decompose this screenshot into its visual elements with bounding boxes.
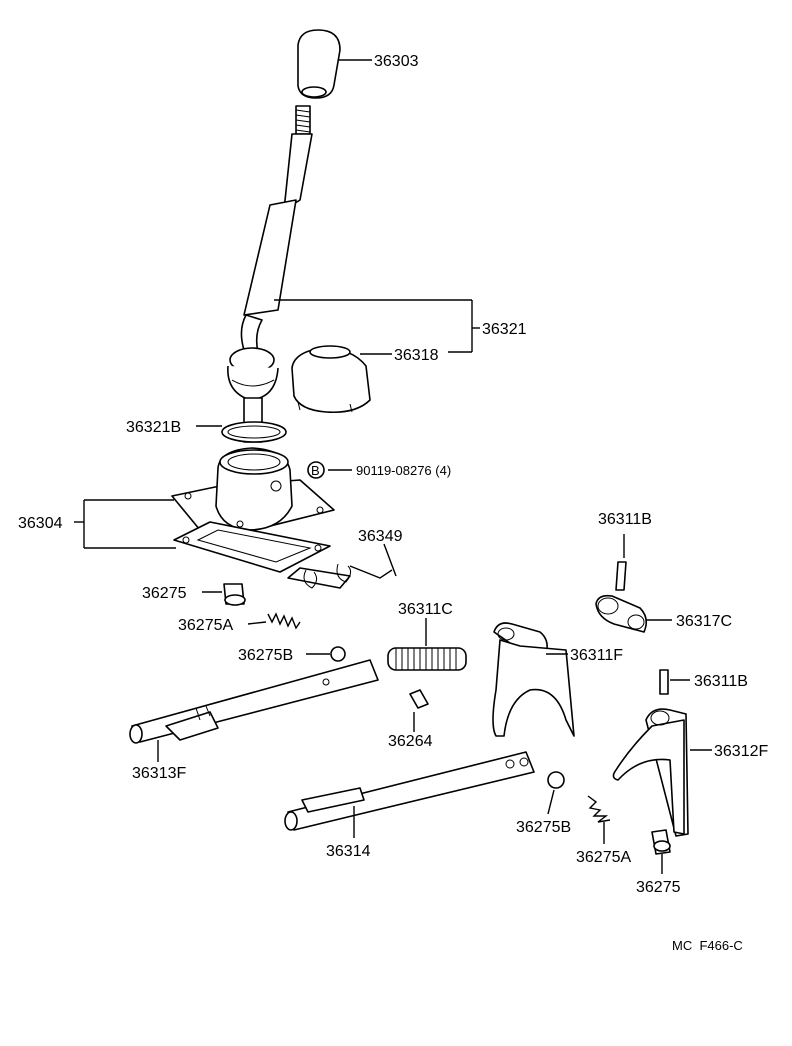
spring-36311c <box>387 647 467 671</box>
spring-top <box>267 612 301 630</box>
pin-36264 <box>409 689 429 709</box>
shift-fork-shaft-36313f <box>129 659 379 744</box>
diagram-code: MC F466-C <box>672 938 743 953</box>
pin-36311b-top <box>615 561 627 591</box>
ball-bottom <box>547 771 565 789</box>
label-36304: 36304 <box>18 515 63 532</box>
shift-head-36317c <box>595 594 648 633</box>
shift-fork-36312f <box>612 708 689 837</box>
bolt-symbol: B <box>311 463 320 478</box>
label-36303: 36303 <box>374 53 419 70</box>
label-36314: 36314 <box>326 843 371 860</box>
shift-fork-shaft-36314 <box>284 751 535 831</box>
spring-bottom <box>587 795 611 823</box>
label-36275A-bottom: 36275A <box>576 849 631 866</box>
label-36264: 36264 <box>388 733 433 750</box>
label-36311C: 36311C <box>398 601 453 618</box>
shift-knob <box>297 29 341 99</box>
spring-clip <box>287 563 393 589</box>
shift-lever <box>227 105 313 443</box>
shift-lever-retainer <box>171 447 335 533</box>
label-36275-bottom: 36275 <box>636 879 681 896</box>
label-36318: 36318 <box>394 347 439 364</box>
label-36311F: 36311F <box>570 647 623 664</box>
shift-fork-36311f <box>492 622 575 737</box>
label-36275B-bottom: 36275B <box>516 819 571 836</box>
label-36349: 36349 <box>358 528 403 545</box>
label-36321: 36321 <box>482 321 527 338</box>
label-36311B-top: 36311B <box>598 511 652 528</box>
label-36275A-top: 36275A <box>178 617 233 634</box>
label-36275-top: 36275 <box>142 585 187 602</box>
leader-36275B-bottom <box>547 789 555 815</box>
label-36321B: 36321B <box>126 419 181 436</box>
label-36311B-right: 36311B <box>694 673 748 690</box>
label-36275B-top: 36275B <box>238 647 293 664</box>
retainer-gasket <box>173 521 331 573</box>
label-36313F: 36313F <box>132 765 186 782</box>
pin-36311b-right <box>659 669 669 695</box>
label-90119: 90119-08276 (4) <box>356 463 451 478</box>
leader-36349 <box>383 543 397 577</box>
label-36317C: 36317C <box>676 613 732 630</box>
label-36312F: 36312F <box>714 743 768 760</box>
o-ring <box>221 421 287 443</box>
bolt-symbol-circle <box>307 461 325 479</box>
leader-36275A-top <box>247 621 267 625</box>
lever-cap <box>291 345 371 414</box>
ball-top <box>330 646 346 662</box>
